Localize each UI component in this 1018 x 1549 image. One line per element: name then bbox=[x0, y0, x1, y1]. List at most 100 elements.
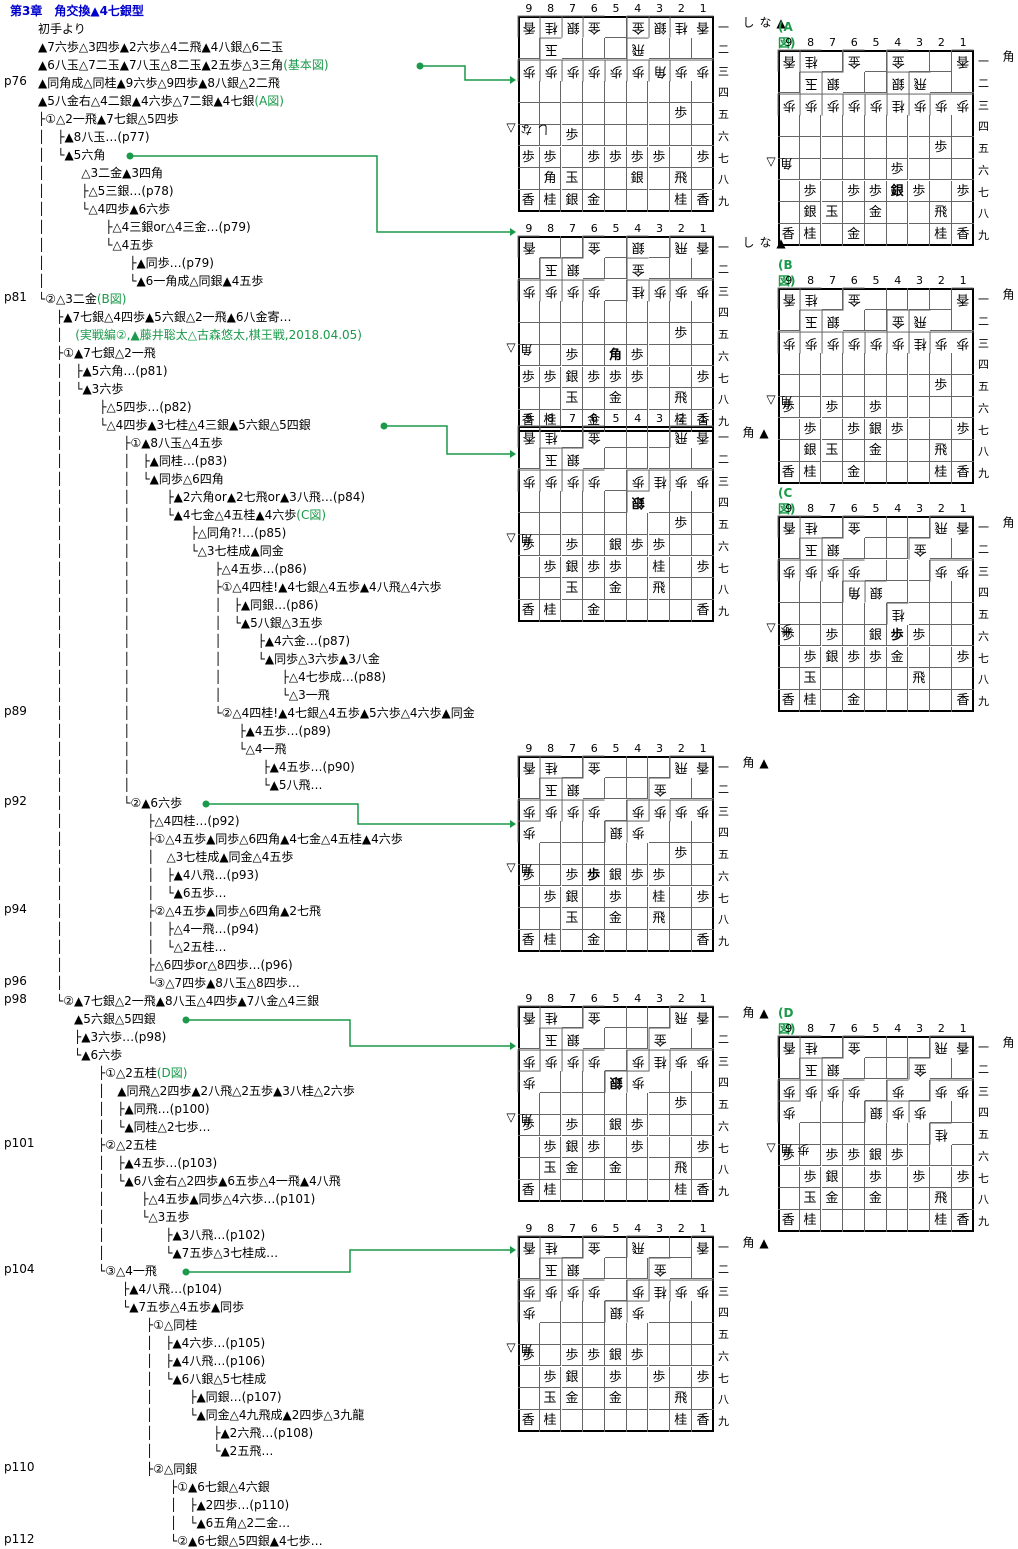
line-moves: │ ├△5三銀…(p78) bbox=[38, 184, 174, 198]
board-square bbox=[583, 491, 605, 513]
line-moves: └②▲7七銀△2一飛▲8八玉△4四歩▲7八金△4三銀 bbox=[56, 994, 320, 1008]
board-square bbox=[605, 447, 627, 470]
board-square: 銀 bbox=[648, 16, 671, 38]
board-square bbox=[886, 353, 909, 375]
col-number: 6 bbox=[850, 36, 858, 49]
board-square: 銀 bbox=[886, 180, 909, 203]
board-square: 桂 bbox=[539, 1006, 562, 1028]
board-square: 桂 bbox=[799, 50, 822, 72]
board-square bbox=[886, 1036, 909, 1058]
row-number: 四 bbox=[718, 306, 729, 320]
tree-line: │ ├△4三銀or△4三金…(p79) bbox=[38, 218, 251, 235]
line-moves: │ ├△4三銀or△4三金…(p79) bbox=[38, 220, 251, 234]
board-square bbox=[583, 1388, 605, 1410]
board-square bbox=[539, 323, 562, 345]
board-square: 桂 bbox=[648, 886, 671, 909]
board-square bbox=[778, 158, 800, 181]
board-square: 飛 bbox=[626, 1236, 649, 1258]
board-square bbox=[909, 1210, 931, 1232]
col-number: 4 bbox=[634, 1222, 642, 1235]
board-square bbox=[952, 625, 974, 647]
board-square bbox=[605, 410, 627, 432]
board-square: 歩 bbox=[518, 799, 540, 822]
line-moves: 初手より bbox=[38, 22, 86, 36]
board-square: 玉 bbox=[561, 388, 584, 410]
col-number: 1 bbox=[699, 992, 707, 1005]
board-square: 歩 bbox=[799, 1079, 822, 1102]
row-number: 五 bbox=[978, 608, 989, 622]
board-square: 金 bbox=[583, 1236, 605, 1258]
board-square: 歩 bbox=[908, 180, 931, 203]
board-square: 歩 bbox=[821, 93, 844, 116]
row-number: 六 bbox=[718, 1119, 729, 1133]
board-square bbox=[821, 603, 844, 625]
board-square bbox=[649, 1410, 671, 1432]
board-square: 銀 bbox=[626, 236, 649, 258]
row-number: 五 bbox=[978, 1128, 989, 1142]
col-number: 9 bbox=[785, 274, 793, 287]
board-square: 桂 bbox=[670, 410, 692, 432]
line-moves: │ │ └▲6五歩… bbox=[56, 886, 227, 900]
board-square bbox=[799, 353, 822, 375]
board-square: 角 bbox=[539, 168, 562, 190]
board-square bbox=[648, 426, 671, 448]
board-square bbox=[865, 690, 887, 712]
line-moves: │ │ └△2五桂… bbox=[56, 940, 227, 954]
board-square: 歩 bbox=[692, 469, 714, 492]
board-square: 歩 bbox=[799, 93, 822, 116]
tree-line: │ └▲7五歩△3七桂成… bbox=[74, 1244, 278, 1261]
line-moves: └③△4一飛 bbox=[74, 1264, 157, 1278]
row-number: 四 bbox=[978, 120, 989, 134]
row-number: 二 bbox=[978, 76, 989, 90]
col-number: 8 bbox=[547, 1222, 555, 1235]
row-number: 六 bbox=[978, 163, 989, 177]
row-number: 四 bbox=[718, 496, 729, 510]
board-square bbox=[562, 600, 584, 622]
board-square: 玉 bbox=[539, 1158, 562, 1180]
board-square: 桂 bbox=[670, 1180, 692, 1202]
board-square bbox=[822, 224, 844, 246]
tree-line: │ ├▲5六角…(p81) bbox=[56, 362, 168, 379]
row-number: 七 bbox=[978, 651, 989, 665]
line-moves: │ ├▲同銀…(p107) bbox=[74, 1390, 282, 1404]
board-square: 銀 bbox=[626, 168, 649, 190]
board-square bbox=[692, 38, 714, 60]
line-moves: │ ├▲3八飛…(p102) bbox=[74, 1228, 266, 1242]
col-number: 4 bbox=[634, 992, 642, 1005]
row-number: 七 bbox=[718, 1371, 729, 1385]
board-square: 歩 bbox=[952, 1079, 974, 1102]
tree-line: └②△3二金(B図) bbox=[38, 290, 126, 307]
col-number: 9 bbox=[785, 1022, 793, 1035]
line-moves: │ ├①▲8八玉△4五歩 bbox=[56, 436, 223, 450]
tree-line: │ ├▲同銀…(p107) bbox=[74, 1388, 282, 1405]
board-square: 金 bbox=[605, 1158, 627, 1180]
board-square bbox=[605, 190, 627, 212]
board-square bbox=[670, 257, 692, 280]
board-square bbox=[886, 516, 909, 538]
page-ref: p96 bbox=[4, 974, 27, 988]
board-square bbox=[583, 1410, 605, 1432]
board-square bbox=[605, 1093, 627, 1115]
board-square bbox=[605, 279, 627, 302]
row-number: 三 bbox=[718, 1284, 729, 1298]
tree-line: └②▲7七銀△2一飛▲8八玉△4四歩▲7八金△4三銀 bbox=[56, 992, 319, 1009]
board-square: 銀 bbox=[561, 1136, 584, 1159]
board-square bbox=[930, 646, 952, 669]
board-square bbox=[865, 516, 887, 538]
board-square: 金 bbox=[843, 516, 865, 538]
board-square: 歩 bbox=[821, 1144, 844, 1167]
board-square bbox=[843, 624, 865, 647]
link-basic bbox=[420, 65, 510, 81]
board-square bbox=[952, 115, 974, 137]
board-square: 銀 bbox=[865, 581, 887, 603]
row-number: 七 bbox=[978, 185, 989, 199]
board-square: 歩 bbox=[843, 646, 865, 669]
board-square bbox=[799, 1123, 822, 1145]
board-square bbox=[626, 1158, 649, 1180]
gote-hand: △角歩 bbox=[764, 1142, 811, 1156]
board-square bbox=[670, 1136, 692, 1159]
board-square bbox=[952, 202, 974, 224]
tree-line: │ │ └②△4四桂!▲4七銀△4五歩▲5六歩△4六歩▲同金 bbox=[56, 704, 475, 721]
board-square: 歩 bbox=[561, 534, 584, 557]
board-square bbox=[930, 581, 952, 603]
